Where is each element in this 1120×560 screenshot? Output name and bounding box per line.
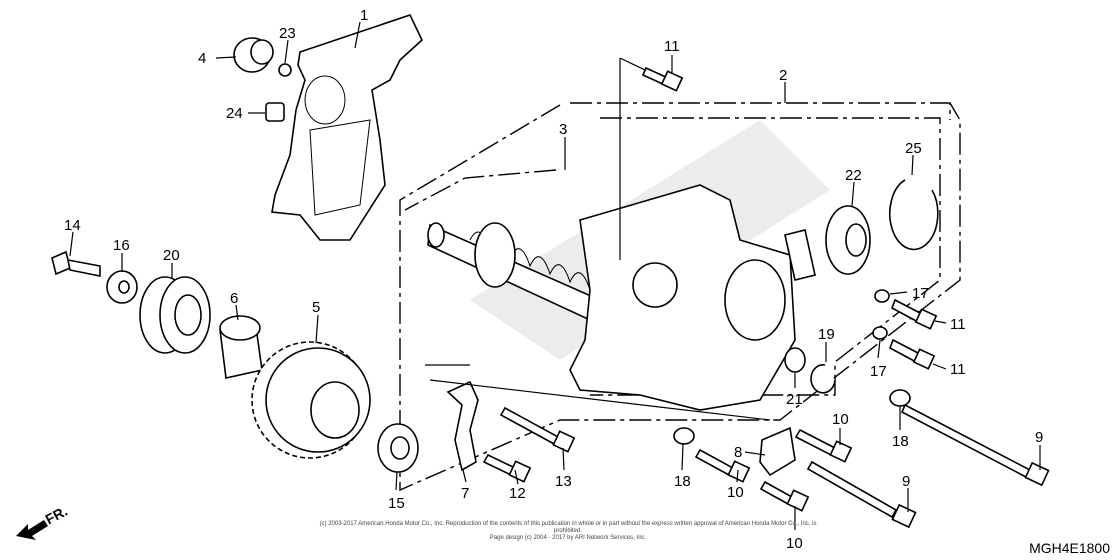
washer-23 — [278, 63, 292, 77]
front-direction-arrow-icon — [16, 520, 48, 540]
diagram-code: MGH4E1800 — [1029, 540, 1110, 556]
copyright-line-1: (c) 2003-2017 American Honda Motor Co., … — [319, 521, 817, 534]
callout-8: 8 — [734, 444, 742, 461]
gear-5-hub — [310, 381, 360, 439]
circlip-25 — [889, 179, 939, 251]
gear-ring — [474, 222, 516, 288]
callout-18b: 18 — [892, 433, 909, 450]
bolt-10c-head — [786, 489, 810, 512]
bolt-9a — [900, 403, 1032, 479]
bearing-20-inner — [174, 294, 202, 336]
bolt-11c-head — [912, 348, 936, 370]
callout-11b: 11 — [950, 316, 966, 333]
callout-7: 7 — [461, 485, 469, 502]
bolt-10b — [694, 448, 735, 477]
callout-24: 24 — [226, 105, 243, 122]
gasket-window — [309, 119, 371, 216]
callout-21: 21 — [786, 391, 803, 408]
housing-port — [632, 262, 678, 308]
assembly-3-outline — [404, 117, 941, 396]
callout-17a: 17 — [912, 285, 929, 302]
callout-1: 1 — [360, 7, 368, 24]
gasket-hole — [304, 75, 346, 125]
bolt-10a — [794, 428, 837, 457]
shaft-end — [427, 222, 445, 248]
washer-15-hole — [390, 436, 410, 460]
washer-18b — [889, 389, 911, 407]
callout-18a: 18 — [674, 473, 691, 490]
callout-9a: 9 — [1035, 429, 1043, 446]
callout-11a: 11 — [664, 38, 680, 55]
callout-10a: 10 — [832, 411, 849, 428]
housing-cover — [724, 259, 786, 341]
bracket-8 — [759, 426, 796, 477]
bolt-9b — [806, 460, 898, 519]
callout-2: 2 — [779, 67, 787, 84]
callout-labels: 1 2 3 4 5 6 7 8 9 9 10 10 10 11 11 11 12… — [64, 7, 1043, 552]
bolt-14-shank — [66, 258, 101, 277]
copyright-line-2: Page design (c) 2004 - 2017 by ARI Netwo… — [489, 535, 647, 541]
callout-16: 16 — [113, 237, 130, 254]
assembly-2-outline — [399, 102, 961, 492]
callout-4: 4 — [198, 50, 206, 67]
callout-12: 12 — [509, 485, 526, 502]
callout-22: 22 — [845, 167, 862, 184]
leader-lines — [69, 21, 1041, 530]
output-spline — [784, 229, 816, 281]
callout-20: 20 — [163, 247, 180, 264]
washer-17a — [874, 289, 890, 303]
bolt-13-head — [552, 430, 576, 453]
callout-10b: 10 — [727, 484, 744, 501]
callout-11c: 11 — [950, 361, 966, 378]
callout-9b: 9 — [902, 473, 910, 490]
seal-21 — [784, 347, 806, 373]
collar-6-top — [219, 315, 261, 341]
callout-5: 5 — [312, 299, 320, 316]
washer-16-hole — [118, 280, 130, 294]
callout-13: 13 — [555, 473, 572, 490]
callout-23: 23 — [279, 25, 296, 42]
callout-10c: 10 — [786, 535, 803, 552]
callout-3: 3 — [559, 121, 567, 138]
clip-19 — [810, 364, 836, 394]
bolt-10b-head — [727, 460, 751, 483]
callout-17b: 17 — [870, 363, 887, 380]
housing — [569, 184, 796, 411]
washer-18a — [673, 427, 695, 445]
washer-17b — [872, 326, 888, 340]
dowel-24 — [265, 102, 285, 122]
cap-4-core — [250, 39, 274, 65]
bracket-7 — [446, 380, 479, 472]
callout-25: 25 — [905, 140, 922, 157]
copyright-notice: (c) 2003-2017 American Honda Motor Co., … — [318, 521, 818, 542]
callout-6: 6 — [230, 290, 238, 307]
bolt-14-head — [51, 250, 71, 276]
gasket — [271, 14, 423, 241]
bearing-22-inner — [845, 223, 867, 257]
bolt-11b-head — [914, 308, 938, 330]
callout-19: 19 — [818, 326, 835, 343]
bolt-11a-head — [660, 70, 684, 92]
bolt-10c — [759, 480, 794, 506]
bolt-9a-head — [1024, 461, 1050, 487]
bolt-13 — [499, 406, 562, 447]
callout-14: 14 — [64, 217, 81, 234]
bolt-9b-head — [891, 503, 917, 529]
callout-15: 15 — [388, 495, 405, 512]
bolt-12-head — [508, 460, 532, 483]
bolt-10a-head — [829, 440, 853, 463]
